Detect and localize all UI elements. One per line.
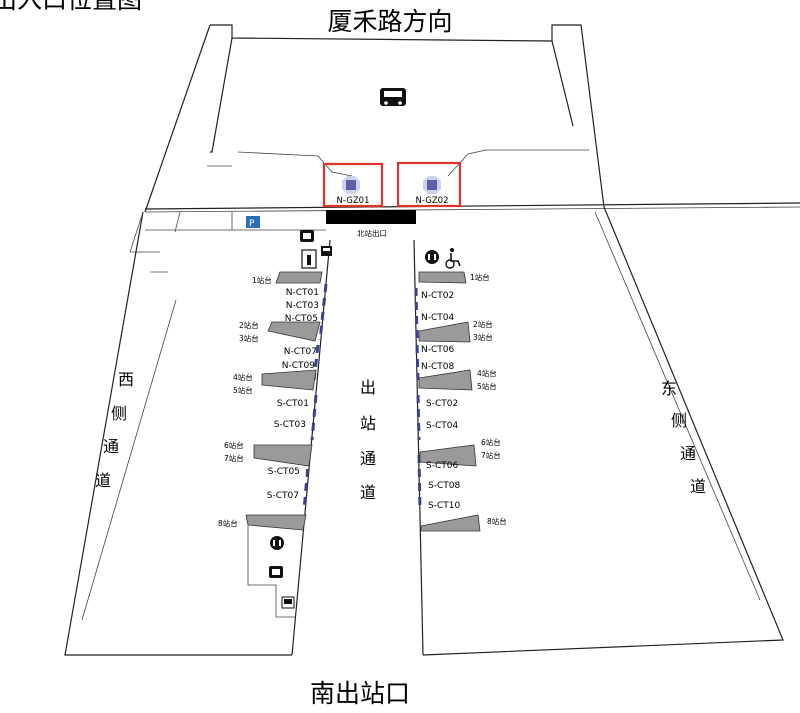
- right-gate-label: S-CT04: [426, 421, 458, 431]
- north-exit: 北站出口: [326, 210, 416, 238]
- left-platform-label: 8站台: [218, 518, 238, 528]
- map-title-fragment: 出入口位置图: [0, 0, 142, 14]
- left-gate-label: N-CT07: [284, 347, 317, 357]
- gate-icon: [423, 176, 441, 194]
- left-gate-label: S-CT01: [277, 399, 309, 409]
- right-gate-label: S-CT10: [428, 501, 460, 511]
- left-gate-label: N-CT03: [286, 301, 319, 311]
- right-platform-label: 2站台: [473, 319, 493, 329]
- north-plaza: [144, 24, 800, 213]
- right-gate-marks: [414, 287, 422, 511]
- right-platform-label: 1站台: [470, 272, 490, 282]
- left-platform-label: 6站台: [224, 440, 244, 450]
- left-gate-label: S-CT07: [267, 491, 299, 501]
- parking-icon: P: [246, 216, 260, 229]
- east-corridor-char: 东: [661, 379, 677, 398]
- exit-label: N-GZ02: [416, 196, 449, 206]
- right-gate-label: S-CT06: [426, 461, 458, 471]
- right-platform-label: 3站台: [473, 332, 493, 342]
- elevator-icon: [301, 249, 317, 269]
- left-platform-label: 3站台: [239, 333, 259, 343]
- left-platform-label: 7站台: [224, 453, 244, 463]
- west-corridor-char: 侧: [111, 404, 127, 423]
- south-exit-label: 南出站口: [310, 679, 410, 708]
- west-corridor: [64, 211, 292, 656]
- bus-icon: [380, 88, 406, 106]
- taxi-icon: [281, 596, 295, 609]
- left-platform-wedges: [245, 271, 323, 531]
- taxi-icon: [321, 246, 332, 256]
- east-corridor-char: 通: [680, 444, 696, 463]
- center-corridor-char: 通: [360, 449, 376, 468]
- east-corridor: [422, 206, 784, 656]
- left-gate-label: N-CT01: [286, 288, 319, 298]
- center-corridor-char: 站: [360, 414, 376, 433]
- luggage-icon: [269, 566, 283, 578]
- exit-n-gz02[interactable]: N-GZ02: [396, 161, 462, 208]
- left-gate-label: N-CT05: [285, 314, 318, 324]
- right-gate-label: N-CT08: [421, 362, 454, 372]
- right-platform-label: 7站台: [481, 450, 501, 460]
- right-platform-label: 6站台: [481, 437, 501, 447]
- right-platform-wedges: [418, 271, 481, 532]
- right-platform-label: 4站台: [477, 368, 497, 378]
- west-corridor-char: 道: [95, 471, 111, 490]
- right-gate-label: S-CT02: [426, 399, 458, 409]
- wheelchair-icon: [445, 248, 461, 269]
- left-platform-label: 1站台: [252, 275, 272, 285]
- left-gate-label: S-CT03: [274, 420, 306, 430]
- left-platform-label: 5站台: [233, 385, 253, 395]
- left-platform-label: 4站台: [233, 372, 253, 382]
- east-corridor-char: 侧: [671, 411, 687, 430]
- east-corridor-char: 道: [690, 477, 706, 496]
- right-gate-label: N-CT06: [421, 345, 454, 355]
- lower-left-block: [247, 525, 295, 618]
- right-platform-label: 8站台: [487, 516, 507, 526]
- north-direction-label: 厦禾路方向: [327, 7, 452, 36]
- west-corridor-char: 通: [103, 437, 119, 456]
- right-platform-label: 5站台: [477, 381, 497, 391]
- left-gate-label: S-CT05: [268, 467, 300, 477]
- left-gate-label: N-CT09: [282, 361, 315, 371]
- right-gate-label: N-CT04: [421, 313, 454, 323]
- north-exit-label: 北站出口: [357, 228, 387, 238]
- center-corridor-char: 出: [360, 378, 376, 397]
- luggage-icon: [300, 230, 314, 242]
- restroom-icon: [425, 250, 439, 264]
- exit-label: N-GZ01: [337, 196, 370, 206]
- exit-n-gz01[interactable]: N-GZ01: [322, 162, 384, 208]
- right-gate-label: N-CT02: [421, 291, 454, 301]
- center-corridor-char: 道: [360, 483, 376, 502]
- west-upper-block: [130, 211, 326, 273]
- west-corridor-char: 西: [118, 370, 134, 389]
- left-platform-label: 2站台: [239, 320, 259, 330]
- svg-text:P: P: [249, 219, 255, 229]
- right-gate-label: S-CT08: [428, 481, 460, 491]
- gate-icon: [342, 176, 360, 194]
- restroom-icon: [270, 536, 284, 550]
